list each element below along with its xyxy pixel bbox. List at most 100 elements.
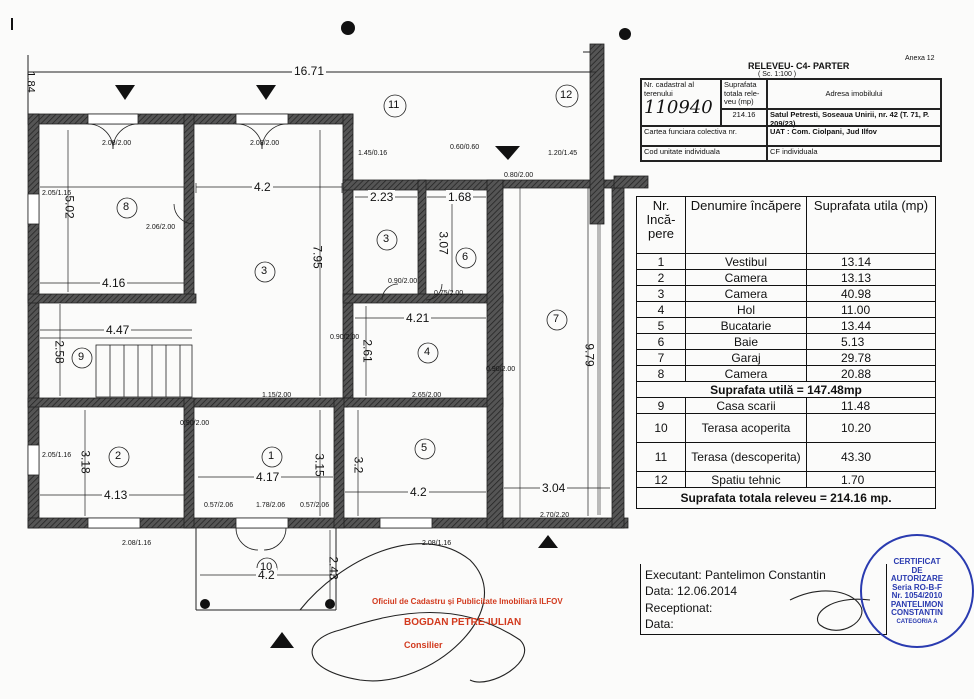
dim-top: 16.71 <box>292 64 327 78</box>
page-marker: Anexa 12 <box>905 55 935 62</box>
page-title: RELEVEU- C4- PARTER <box>748 61 850 71</box>
room-number: 8 <box>123 201 130 213</box>
room-table: Nr. Incă-pere Denumire încăpere Suprafat… <box>636 196 936 509</box>
util-total-row: Suprafata utilă = 147.48mp <box>636 381 936 398</box>
room-number: 6 <box>462 251 469 263</box>
col-area: Suprafata utila (mp) <box>806 196 936 254</box>
dim-r6-w: 1.68 <box>446 190 474 204</box>
opening-label: 2.05/1.16 <box>42 452 72 459</box>
cell-nr: 4 <box>636 301 686 318</box>
cell-name: Casa scarii <box>685 397 807 414</box>
cf-value: CF individuala <box>767 146 941 161</box>
opening-label: 0.57/2.06 <box>300 502 330 509</box>
opening-label: 0.90/2.00 <box>330 334 360 341</box>
opening-label: 1.45/0.16 <box>358 150 388 157</box>
opening-label: 2.06/2.00 <box>146 224 176 231</box>
cod-unitate-label: Cod unitate individuala <box>641 146 767 161</box>
dim-r4-h: 2.61 <box>360 339 375 363</box>
util-total: Suprafata utilă = 147.48mp <box>636 381 936 398</box>
dim-r8-w: 4.16 <box>100 276 128 290</box>
room-number: 1 <box>268 450 275 462</box>
grand-total-row: Suprafata totala releveu = 214.16 mp. <box>636 487 936 509</box>
dim-r6-h: 3.07 <box>436 231 451 255</box>
cell-nr: 6 <box>636 333 686 350</box>
opening-label: 2.08/2.00 <box>250 140 280 147</box>
dim-r3-h: 7.95 <box>310 245 325 269</box>
cell-name: Terasa acoperita <box>685 413 807 443</box>
cell-nr: 7 <box>636 349 686 366</box>
dim-r7-w: 3.04 <box>540 481 568 495</box>
cell-area: 13.13 <box>806 269 936 286</box>
uat-value: UAT : Com. Ciolpani, Jud Ilfov <box>767 126 941 146</box>
cell-nr: 2 <box>636 269 686 286</box>
cell-nr: 8 <box>636 365 686 382</box>
nr-cadastral-cell: Nr. cadastral al terenului 110940 <box>641 79 721 126</box>
cell-area: 20.88 <box>806 365 936 382</box>
room-number: 9 <box>78 351 85 363</box>
cell-nr: 10 <box>636 413 686 443</box>
opening-label: 0.90/2.00 <box>388 278 418 285</box>
executant-box: Executant: Pantelimon Constantin Data: 1… <box>640 564 887 635</box>
grand-total: Suprafata totala releveu = 214.16 mp. <box>636 487 936 509</box>
col-nr: Nr. Incă-pere <box>636 196 686 254</box>
cell-name: Camera <box>685 285 807 302</box>
table-header-row: Nr. Incă-pere Denumire încăpere Suprafat… <box>636 196 936 254</box>
cell-name: Camera <box>685 365 807 382</box>
col-name: Denumire încăpere <box>685 196 807 254</box>
cadastral-header: Nr. cadastral al terenului 110940 Supraf… <box>640 78 942 162</box>
data-line: Data: 12.06.2014 <box>645 584 738 598</box>
dim-r2-h: 3.18 <box>78 450 93 474</box>
stamp-line: AUTORIZARE <box>890 574 944 583</box>
certificate-stamp: CERTIFICAT DE AUTORIZARE Seria RO-B-F Nr… <box>860 534 974 648</box>
dim-r3-w: 4.2 <box>252 180 273 194</box>
cell-area: 13.44 <box>806 317 936 334</box>
room-number: 12 <box>560 89 573 101</box>
handwritten-number: 110940 <box>644 97 713 118</box>
cell-name: Hol <box>685 301 807 318</box>
cell-area: 5.13 <box>806 333 936 350</box>
room-number: 2 <box>115 450 122 462</box>
dim-r9-h: 2.58 <box>52 340 67 364</box>
office-stamp-name: BOGDAN PETRE-IULIAN <box>404 617 522 628</box>
cell-name: Baie <box>685 333 807 350</box>
stamp-line: DE <box>911 565 923 575</box>
dim-r7-h: 9.79 <box>582 343 597 367</box>
cell-area: 29.78 <box>806 349 936 366</box>
cell-area: 13.14 <box>806 253 936 270</box>
dim-r10-w: 4.2 <box>256 568 277 582</box>
cell-nr: 9 <box>636 397 686 414</box>
room-number: 3 <box>261 265 268 277</box>
dim-r1-w: 4.17 <box>254 470 282 484</box>
room-number: 11 <box>388 99 400 111</box>
cell-name: Bucatarie <box>685 317 807 334</box>
dim-r1-h: 3.15 <box>312 453 327 477</box>
carte-funciara-label: Cartea funciara colectiva nr. <box>641 126 767 146</box>
cell-area: 11.00 <box>806 301 936 318</box>
dim-r2-w: 4.13 <box>102 488 130 502</box>
scale-label: ( Sc. 1:100 ) <box>758 71 797 78</box>
office-stamp-role: Consilier <box>404 640 443 650</box>
cell-nr: 3 <box>636 285 686 302</box>
stamp-line: Nr. 1054/2010 <box>891 591 943 600</box>
opening-label: 2.08/1.16 <box>122 540 152 547</box>
stamp-line: PANTELIMON <box>890 599 944 609</box>
suprafata-value: 214.16 <box>721 109 767 126</box>
dim-r8-h: 5.02 <box>62 195 77 219</box>
punch-hole <box>341 21 355 35</box>
room-number: 3 <box>383 233 390 245</box>
dim-r5-h: 3.2 <box>351 456 366 474</box>
stamp-line: CERTIFICAT <box>893 557 941 566</box>
dim-r5-w: 4.2 <box>408 485 429 499</box>
adresa-value: Satul Petresti, Soseaua Unirii, nr. 42 (… <box>767 109 941 127</box>
opening-label: 2.70/2.20 <box>540 512 570 519</box>
stamp-line: CONSTANTIN <box>891 608 943 617</box>
executant-line: Executant: Pantelimon Constantin <box>645 568 826 582</box>
cell-area: 40.98 <box>806 285 936 302</box>
